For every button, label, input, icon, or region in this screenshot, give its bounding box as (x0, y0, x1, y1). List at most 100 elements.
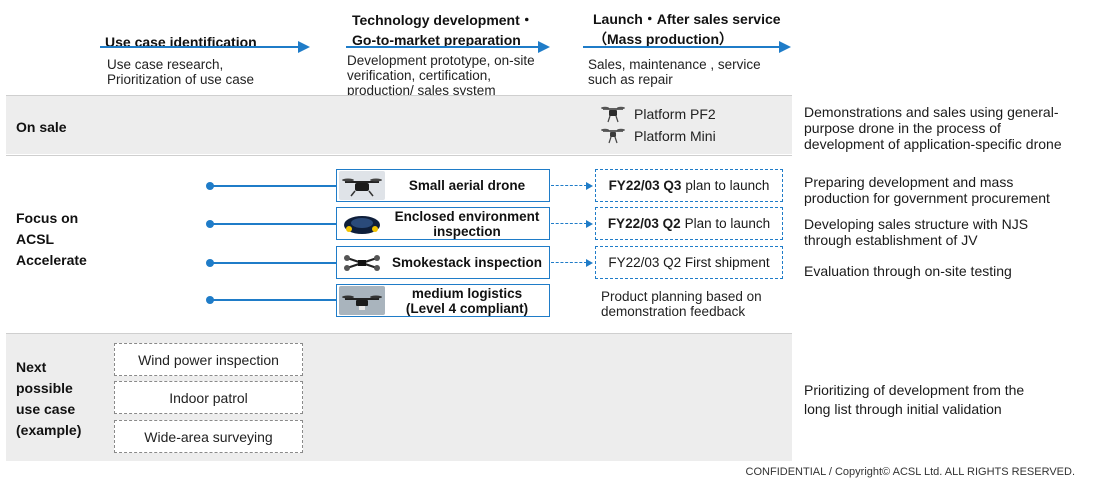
note-line: long list through initial validation (804, 401, 1002, 417)
stage-title-line: （Mass production） (593, 31, 734, 47)
product-box-medium-logistics: medium logistics (Level 4 compliant) (336, 284, 550, 317)
row-label-line: use case (16, 401, 76, 417)
drone-icon (601, 128, 625, 144)
use-case-label: Wide-area surveying (144, 428, 273, 445)
stage-desc-line: Use case research, (107, 57, 224, 72)
stage-arrow-head (779, 41, 791, 53)
stage-desc-line: Prioritization of use case (107, 72, 255, 87)
connector-line (212, 262, 336, 264)
next-use-case-indoor: Indoor patrol (114, 381, 303, 414)
stage-arrow-head (298, 41, 310, 53)
timeline-dot (206, 259, 214, 267)
use-case-label: Wind power inspection (138, 351, 279, 368)
status-box-enclosed-env: FY22/03 Q2 Plan to launch (595, 207, 783, 240)
status-text: FY22/03 Q2 First shipment (608, 255, 770, 270)
on-sale-product-mini: Platform Mini (600, 126, 716, 146)
note-line: Demonstrations and sales using general- (804, 104, 1059, 120)
drone-thumbnail (339, 248, 385, 277)
plan-line: Product planning based on (601, 289, 762, 304)
dashed-arrow-head (586, 220, 593, 228)
stage-desc-line: such as repair (588, 72, 673, 87)
product-box-enclosed-env: Enclosed environment inspection (336, 207, 550, 240)
stage-title-use-case: Use case identification (105, 32, 257, 52)
focus-note-1: Preparing development and mass productio… (804, 174, 1084, 206)
on-sale-band (6, 96, 792, 154)
product-name: Smokestack inspection (385, 255, 549, 270)
stage-title-tech-dev: Technology development・ Go-to-market pre… (352, 10, 534, 50)
note-line: Developing sales structure with NJS (804, 216, 1029, 232)
product-name: medium logistics (Level 4 compliant) (385, 286, 549, 316)
timeline-dot (206, 220, 214, 228)
next-use-case-wind: Wind power inspection (114, 343, 303, 376)
note-line: Evaluation through on-site testing (804, 263, 1012, 279)
focus-note-3: Evaluation through on-site testing (804, 263, 1084, 279)
stage-desc-use-case: Use case research, Prioritization of use… (107, 57, 254, 87)
stage-arrow-line (583, 46, 781, 48)
dashed-arrow-head (586, 259, 593, 267)
note-line: through establishment of JV (804, 232, 978, 248)
stage-arrow-head (538, 41, 550, 53)
stage-title-line: Use case identification (105, 34, 257, 50)
plan-line: demonstration feedback (601, 304, 746, 319)
status-date: FY22/03 Q3 (608, 178, 682, 193)
product-label: Platform PF2 (634, 106, 716, 122)
row-label-line: Focus on (16, 210, 79, 226)
stage-desc-tech-dev: Development prototype, on-site verificat… (347, 53, 535, 98)
stage-title-line: Launch・After sales service (593, 11, 781, 27)
status-date: FY22/03 Q2 (607, 216, 681, 231)
status-text: Plan to launch (684, 216, 771, 231)
dashed-connector (551, 223, 587, 224)
on-sale-product-pf2: Platform PF2 (600, 104, 716, 124)
row-label-line: possible (16, 380, 73, 396)
connector-line (212, 185, 336, 187)
status-box-smokestack: FY22/03 Q2 First shipment (595, 246, 783, 279)
timeline-dot (206, 182, 214, 190)
row-label-line: Next (16, 359, 47, 375)
row-label-line: (example) (16, 422, 82, 438)
note-line: Preparing development and mass (804, 174, 1014, 190)
status-box-small-aerial: FY22/03 Q3 plan to launch (595, 169, 783, 202)
stage-desc-line: production/ sales system (347, 83, 496, 98)
stage-desc-line: Sales, maintenance , service (588, 57, 761, 72)
product-name-line: medium logistics (411, 285, 523, 301)
drone-icon (601, 106, 625, 123)
stage-title-line: Technology development・ (352, 12, 534, 28)
next-note: Prioritizing of development from the lon… (804, 381, 1084, 419)
note-line: purpose drone in the process of (804, 120, 1001, 136)
dashed-connector (551, 185, 587, 186)
row-label-line: On sale (16, 119, 67, 135)
dashed-arrow-head (586, 182, 593, 190)
row-label-on-sale: On sale (16, 117, 67, 138)
note-line: production for government procurement (804, 190, 1050, 206)
note-line: Prioritizing of development from the (804, 382, 1025, 398)
dashed-connector (551, 262, 587, 263)
row-label-line: ACSL (16, 231, 55, 247)
note-line: development of application-specific dron… (804, 136, 1062, 152)
stage-arrow-line (100, 46, 300, 48)
use-case-label: Indoor patrol (169, 389, 248, 406)
product-box-smokestack: Smokestack inspection (336, 246, 550, 279)
focus-note-2: Developing sales structure with NJS thro… (804, 216, 1084, 248)
stage-title-line: Go-to-market preparation (352, 32, 521, 48)
stage-desc-line: verification, certification, (347, 68, 492, 83)
product-name-line: Smokestack inspection (391, 255, 543, 270)
row-label-focus: Focus on ACSL Accelerate (16, 208, 87, 271)
connector-line (212, 223, 336, 225)
stage-title-launch: Launch・After sales service （Mass product… (593, 9, 781, 49)
status-text: plan to launch (685, 178, 770, 193)
product-name-line: (Level 4 compliant) (405, 300, 529, 316)
product-name-line: Small aerial drone (408, 178, 526, 193)
footer-copyright: CONFIDENTIAL / Copyright© ACSL Ltd. ALL … (745, 466, 1075, 478)
drone-icon (342, 178, 382, 196)
drone-icon (344, 215, 380, 234)
product-name-line: Enclosed environment (394, 208, 540, 224)
stage-arrow-line (346, 46, 540, 48)
product-planning-text: Product planning based on demonstration … (601, 289, 762, 319)
product-name-line: inspection (433, 223, 501, 239)
drone-icon (344, 254, 380, 271)
product-box-small-aerial: Small aerial drone (336, 169, 550, 202)
product-name: Enclosed environment inspection (385, 209, 549, 239)
drone-thumbnail (339, 209, 385, 238)
row-label-line: Accelerate (16, 252, 87, 268)
timeline-dot (206, 296, 214, 304)
